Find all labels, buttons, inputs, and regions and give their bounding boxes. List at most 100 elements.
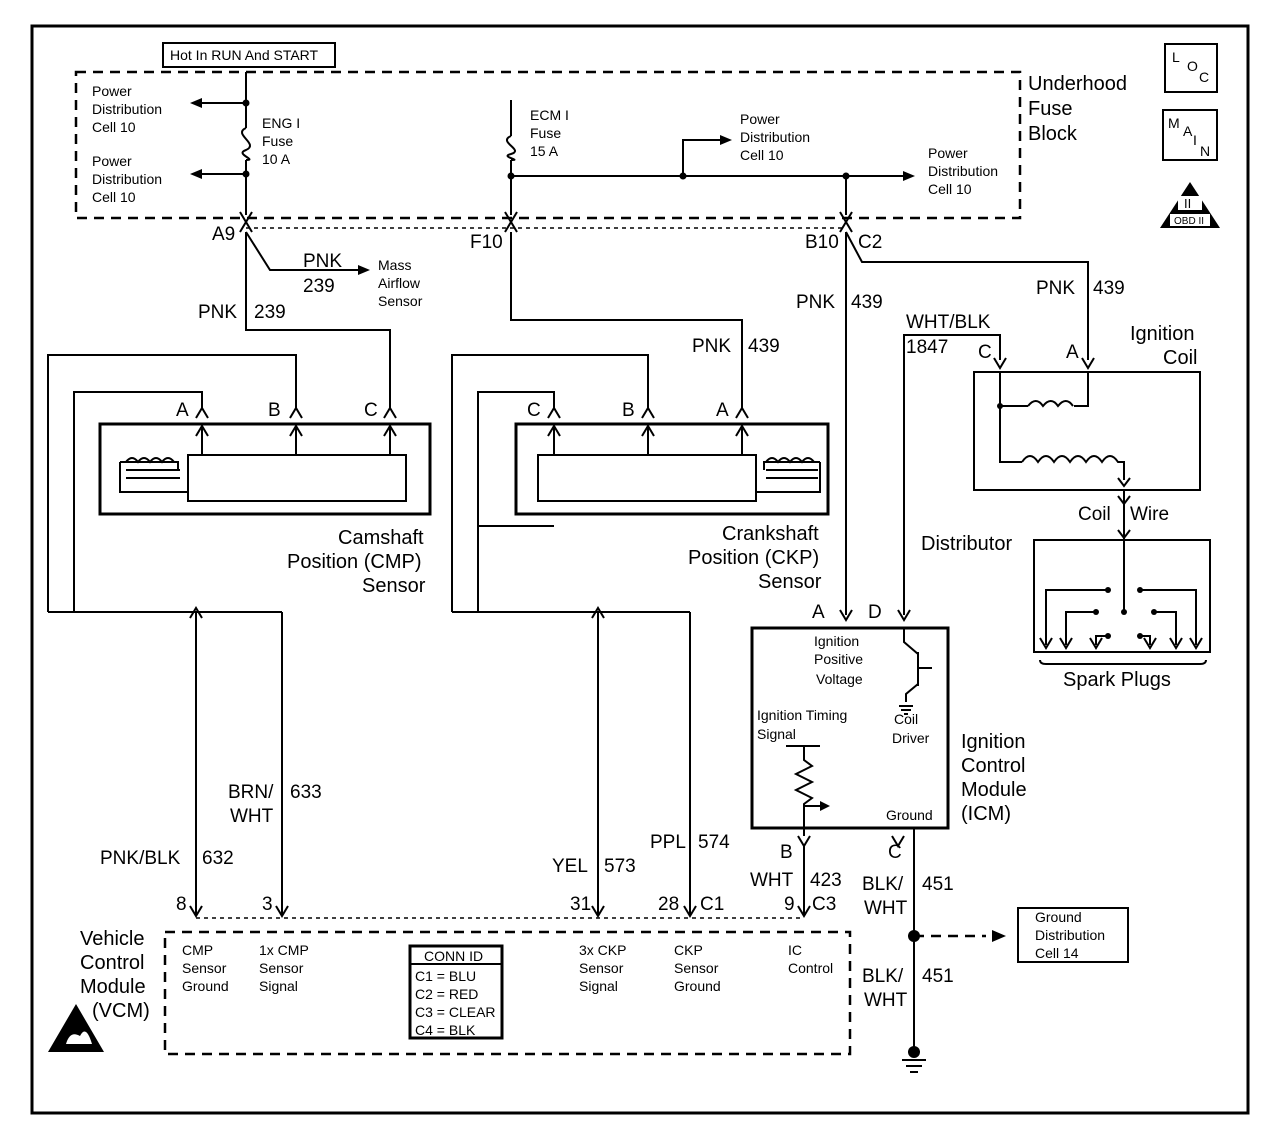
coil-pin-c: C bbox=[978, 342, 992, 363]
fuse-block-title: Underhood Fuse Block bbox=[1028, 73, 1127, 145]
ground-dist-label: Ground Distribution Cell 14 bbox=[1035, 909, 1105, 961]
icm-ground-label: Ground bbox=[886, 807, 933, 823]
main-icon: M A I N bbox=[1162, 109, 1218, 161]
coil-c-num: 1847 bbox=[906, 337, 948, 358]
ckp-harness-loop bbox=[451, 354, 649, 612]
icm-pin-b: B bbox=[780, 842, 793, 863]
icm-ground-color-1: BLK/ bbox=[862, 874, 904, 895]
vcm-pin-c3: C3 bbox=[812, 894, 836, 915]
svg-text:Ground: Ground bbox=[674, 978, 721, 994]
svg-text:C3 = CLEAR: C3 = CLEAR bbox=[415, 1004, 496, 1020]
svg-text:OBD II: OBD II bbox=[1174, 216, 1204, 227]
svg-text:CMP: CMP bbox=[182, 942, 213, 958]
svg-text:Distribution: Distribution bbox=[92, 101, 162, 117]
svg-text:Ground: Ground bbox=[182, 978, 229, 994]
svg-text:CKP: CKP bbox=[674, 942, 703, 958]
coil-c-color: WHT/BLK bbox=[906, 312, 991, 333]
svg-text:Positive: Positive bbox=[814, 651, 863, 667]
vcm-box bbox=[163, 930, 852, 1056]
ckp-signal-color: YEL bbox=[552, 856, 588, 877]
svg-text:Underhood: Underhood bbox=[1028, 73, 1127, 95]
maf-branch-wire bbox=[245, 231, 360, 271]
distributor-label: Distributor bbox=[921, 533, 1012, 555]
svg-text:Sensor: Sensor bbox=[579, 960, 624, 976]
coil-pin-a: A bbox=[1066, 342, 1079, 363]
chassis-ground-icon bbox=[902, 1046, 926, 1073]
svg-text:IC: IC bbox=[788, 942, 802, 958]
gnd-lower-color-1: BLK/ bbox=[862, 966, 904, 987]
icm-feed-num: 439 bbox=[851, 292, 883, 313]
svg-text:Ignition: Ignition bbox=[961, 731, 1026, 753]
svg-text:Block: Block bbox=[1028, 123, 1078, 145]
ckp-feed-wire bbox=[510, 232, 743, 410]
cmp-feed-num: 239 bbox=[254, 302, 286, 323]
coil-windings bbox=[999, 372, 1125, 480]
vcm-pin-ic: IC Control bbox=[788, 942, 833, 976]
loc-icon: L O C bbox=[1164, 43, 1218, 93]
svg-text:Sensor: Sensor bbox=[362, 575, 426, 597]
spark-plugs-label: Spark Plugs bbox=[1063, 669, 1171, 691]
ckp-sensor-box bbox=[514, 422, 830, 516]
pd-mid-label: Power Distribution Cell 10 bbox=[740, 111, 810, 163]
gnd-lower-color-2: WHT bbox=[864, 990, 908, 1011]
svg-text:N: N bbox=[1200, 143, 1210, 159]
svg-text:Camshaft: Camshaft bbox=[338, 527, 424, 549]
icm-box bbox=[750, 626, 950, 830]
svg-text:L: L bbox=[1172, 49, 1180, 65]
vcm-pin-3: 3 bbox=[262, 894, 273, 915]
ecm-fuse-symbol bbox=[506, 135, 516, 161]
svg-text:Wire: Wire bbox=[1130, 504, 1169, 525]
cmp-sensor-label: Camshaft Position (CMP) Sensor bbox=[287, 527, 426, 597]
pd-right-label: Power Distribution Cell 10 bbox=[928, 145, 998, 197]
esd-warning-icon bbox=[48, 1004, 104, 1052]
svg-text:Cell 10: Cell 10 bbox=[740, 147, 784, 163]
svg-text:Signal: Signal bbox=[757, 726, 796, 742]
cmp-signal-color-2: WHT bbox=[230, 806, 274, 827]
svg-text:1x CMP: 1x CMP bbox=[259, 942, 309, 958]
coil-feed-color: PNK bbox=[1036, 278, 1075, 299]
coil-c-wire bbox=[903, 334, 1001, 615]
svg-text:Ignition Timing: Ignition Timing bbox=[757, 707, 847, 723]
svg-text:II: II bbox=[1184, 196, 1191, 211]
svg-text:A: A bbox=[1183, 123, 1193, 139]
svg-text:Position (CKP): Position (CKP) bbox=[688, 547, 819, 569]
vcm-pin-8: 8 bbox=[176, 894, 187, 915]
svg-text:Module: Module bbox=[961, 779, 1027, 801]
ckp-feed-num: 439 bbox=[748, 336, 780, 357]
svg-text:Ignition: Ignition bbox=[814, 633, 859, 649]
connector-f10: F10 bbox=[470, 232, 503, 253]
ckp-pin-b: B bbox=[622, 400, 635, 421]
coil-feed-wire bbox=[845, 231, 1089, 360]
cmp-signal-color-1: BRN/ bbox=[228, 782, 274, 803]
svg-text:Cell 10: Cell 10 bbox=[928, 181, 972, 197]
connector-a9: A9 bbox=[212, 224, 235, 245]
icm-cd-label: Coil Driver bbox=[892, 711, 930, 746]
svg-text:Sensor: Sensor bbox=[378, 293, 423, 309]
connector-b10: B10 bbox=[805, 232, 839, 253]
vcm-pin-c1: C1 bbox=[700, 894, 724, 915]
svg-text:Power: Power bbox=[92, 83, 132, 99]
svg-text:Vehicle: Vehicle bbox=[80, 928, 145, 950]
cmp-pin-c: C bbox=[364, 400, 378, 421]
icm-ground-color-2: WHT bbox=[864, 898, 908, 919]
ckp-feed-color: PNK bbox=[692, 336, 731, 357]
ckp-sensor-label: Crankshaft Position (CKP) Sensor bbox=[688, 523, 822, 593]
hot-label-box bbox=[162, 42, 336, 68]
svg-text:15 A: 15 A bbox=[530, 143, 559, 159]
icm-transistor bbox=[899, 628, 932, 715]
ic-wire-color: WHT bbox=[750, 870, 794, 891]
svg-text:Cell 10: Cell 10 bbox=[92, 189, 136, 205]
svg-text:M: M bbox=[1168, 115, 1180, 131]
svg-text:Voltage: Voltage bbox=[816, 671, 863, 687]
distributor-box bbox=[1033, 539, 1211, 653]
conn-id-table: CONN ID C1 = BLU C2 = RED C3 = CLEAR C4 … bbox=[408, 944, 504, 1040]
hot-label: Hot In RUN And START bbox=[170, 47, 319, 63]
svg-text:Signal: Signal bbox=[259, 978, 298, 994]
svg-text:Sensor: Sensor bbox=[758, 571, 822, 593]
svg-text:Signal: Signal bbox=[579, 978, 618, 994]
eng-fuse-symbol bbox=[241, 127, 251, 161]
svg-text:ENG I: ENG I bbox=[262, 115, 300, 131]
icm-pin-a: A bbox=[812, 602, 825, 623]
svg-text:Distribution: Distribution bbox=[740, 129, 810, 145]
